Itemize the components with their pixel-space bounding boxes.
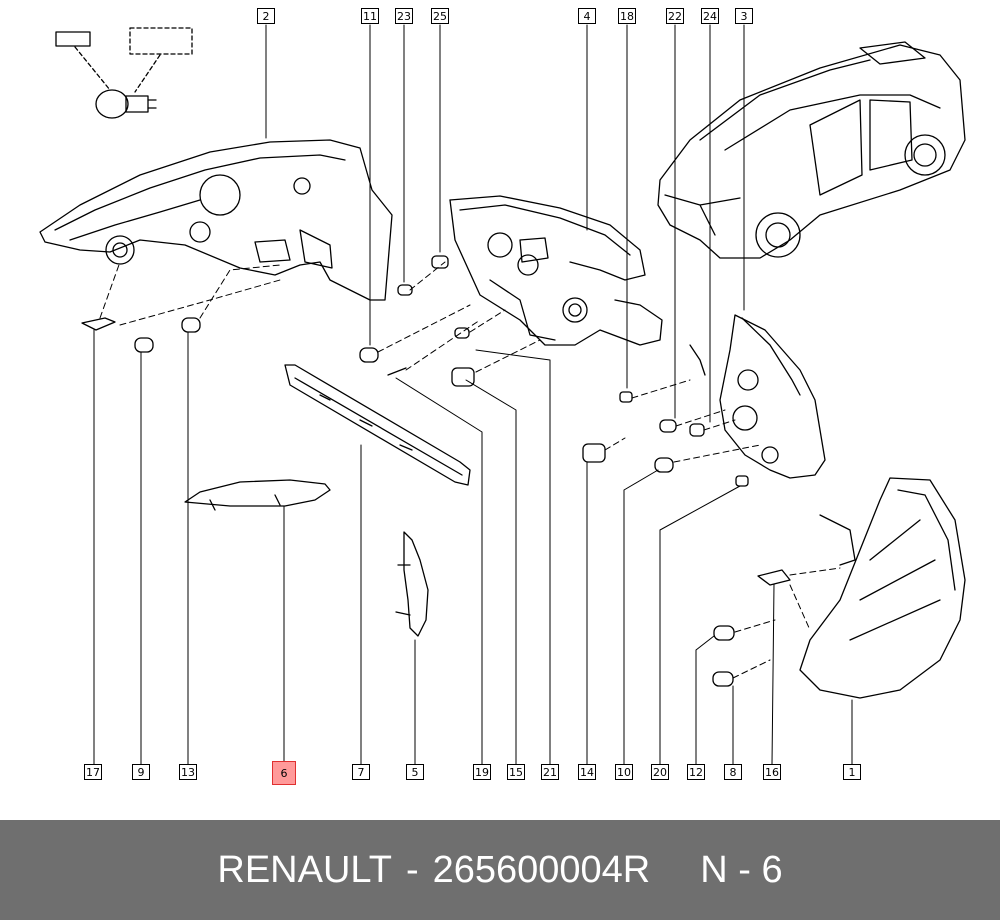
callout-3[interactable]: 3	[735, 8, 753, 24]
callout-24[interactable]: 24	[701, 8, 719, 24]
callout-16[interactable]: 16	[763, 764, 781, 780]
callout-9[interactable]: 9	[132, 764, 150, 780]
reflector-part-5	[395, 531, 429, 637]
callout-5[interactable]: 5	[406, 764, 424, 780]
callout-6-highlighted[interactable]: 6	[272, 761, 296, 785]
callout-4[interactable]: 4	[578, 8, 596, 24]
leader-lines	[93, 24, 853, 765]
callout-19[interactable]: 19	[473, 764, 491, 780]
assembly-dashed-lines	[99, 261, 841, 679]
rear-lamp-center-unit	[449, 195, 663, 346]
bulb-inset	[55, 27, 193, 119]
callout-8[interactable]: 8	[724, 764, 742, 780]
callout-11[interactable]: 11	[361, 8, 379, 24]
reference-label: N - 6	[700, 848, 783, 891]
callout-25[interactable]: 25	[431, 8, 449, 24]
callout-12[interactable]: 12	[687, 764, 705, 780]
callout-18[interactable]: 18	[618, 8, 636, 24]
callout-23[interactable]: 23	[395, 8, 413, 24]
footer-dash: -	[405, 848, 419, 891]
callout-2[interactable]: 2	[257, 8, 275, 24]
callout-10[interactable]: 10	[615, 764, 633, 780]
exploded-parts-diagram	[39, 24, 966, 765]
callout-20[interactable]: 20	[651, 764, 669, 780]
part-number: 265600004R	[432, 848, 651, 891]
part-number-footer: RENAULT - 265600004R N - 6	[0, 820, 1000, 920]
brand-name: RENAULT	[217, 848, 392, 891]
callout-21[interactable]: 21	[541, 764, 559, 780]
lamp-strip-part-7	[284, 364, 471, 486]
callout-14[interactable]: 14	[578, 764, 596, 780]
callout-15[interactable]: 15	[507, 764, 525, 780]
tail-lamp-lens	[799, 477, 966, 699]
small-parts	[81, 255, 791, 687]
rear-lamp-inner-housing	[39, 139, 393, 301]
callout-22[interactable]: 22	[666, 8, 684, 24]
reflector-part-6	[184, 479, 331, 511]
callout-1[interactable]: 1	[843, 764, 861, 780]
car-silhouette	[657, 41, 966, 259]
callout-13[interactable]: 13	[179, 764, 197, 780]
rear-lamp-outer-unit	[689, 314, 826, 479]
callout-7[interactable]: 7	[352, 764, 370, 780]
callout-17[interactable]: 17	[84, 764, 102, 780]
